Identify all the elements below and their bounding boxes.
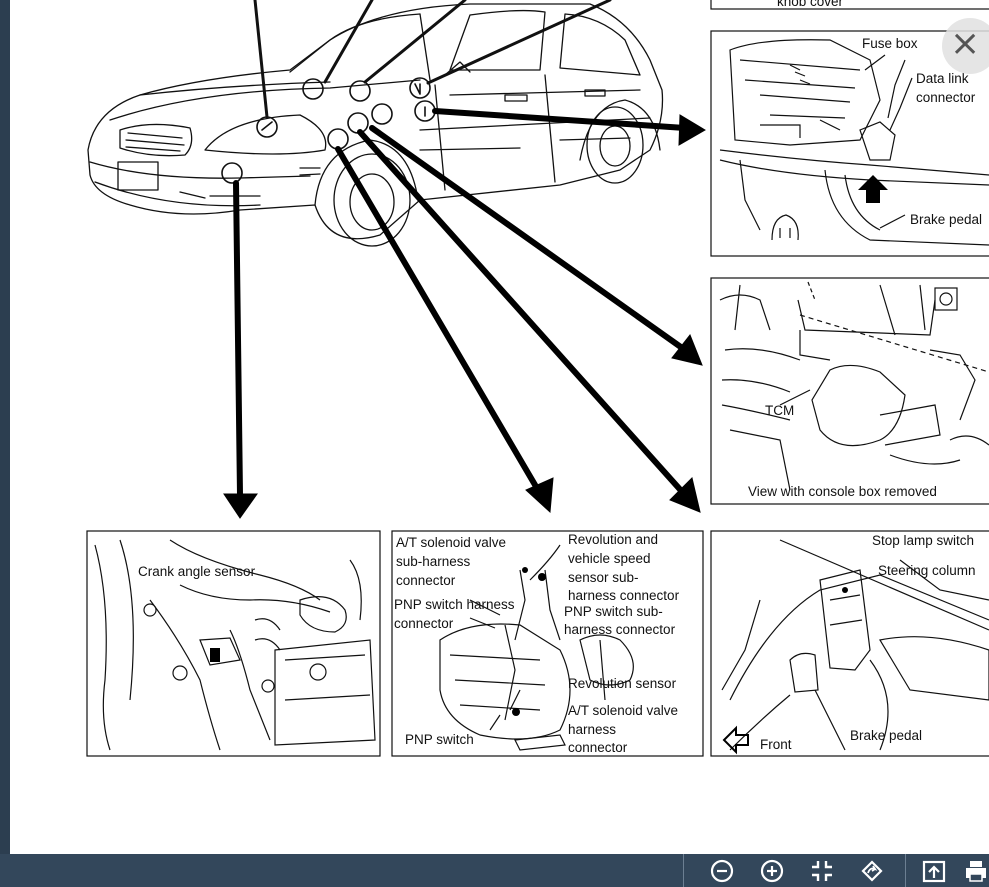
revolution-1: Revolution and <box>568 532 658 547</box>
at-solenoid-3: connector <box>396 573 456 588</box>
pnp-harness-1: PNP switch harness <box>394 597 515 612</box>
steering-column-label: Steering column <box>878 563 976 578</box>
data-link-label-2: connector <box>916 90 976 105</box>
transmission-panel <box>391 530 704 757</box>
fuse-box-label: Fuse box <box>862 36 918 51</box>
toolbar-separator <box>683 854 684 887</box>
at-harness-1: A/T solenoid valve <box>568 703 678 718</box>
location-markers <box>221 77 436 184</box>
close-icon[interactable]: × <box>950 23 981 64</box>
data-link-label-1: Data link <box>916 71 969 86</box>
viewer-left-edge <box>0 0 10 854</box>
fuse-box-arrow <box>858 175 888 203</box>
pnp-switch: PNP switch <box>405 732 474 747</box>
component-location-diagram: knob cover Fuse box Data link connector … <box>86 0 989 757</box>
tcm-panel <box>710 277 989 505</box>
at-harness-3: connector <box>568 740 628 755</box>
stop-lamp-brake-pedal: Brake pedal <box>850 728 922 743</box>
partial-top-panel <box>710 0 989 10</box>
stop-lamp-label: Stop lamp switch <box>872 533 974 548</box>
close-button[interactable]: × <box>942 18 989 74</box>
tcm-label: TCM <box>765 403 794 418</box>
zoom-out-button[interactable] <box>709 858 735 884</box>
pnp-harness-2: connector <box>394 616 454 631</box>
at-solenoid-2: sub-harness <box>396 554 471 569</box>
print-button[interactable] <box>963 858 989 884</box>
revolution-3: sensor sub- <box>568 570 639 585</box>
fuse-box-panel <box>710 30 989 257</box>
rotate-button[interactable] <box>859 858 885 884</box>
document-page: knob cover Fuse box Data link connector … <box>10 0 989 854</box>
toolbar-separator <box>905 854 906 887</box>
rotate-icon <box>861 860 883 882</box>
front-label: Front <box>760 737 792 752</box>
upload-icon <box>922 860 946 883</box>
print-icon <box>966 861 986 882</box>
crank-sensor-mark <box>210 648 220 662</box>
upload-button[interactable] <box>921 858 947 884</box>
brake-pedal-label: Brake pedal <box>910 212 982 227</box>
zoom-in-icon <box>760 859 784 883</box>
at-harness-2: harness <box>568 722 616 737</box>
zoom-in-button[interactable] <box>759 858 785 884</box>
revolution-sensor: Revolution sensor <box>568 676 677 691</box>
tcm-caption: View with console box removed <box>748 484 937 499</box>
fit-page-button[interactable] <box>809 858 835 884</box>
partial-top-label: knob cover <box>777 0 844 9</box>
zoom-out-icon <box>710 859 734 883</box>
front-arrow-icon <box>722 725 749 755</box>
pnp-sub-2: harness connector <box>564 622 676 637</box>
revolution-4: harness connector <box>568 588 680 603</box>
stop-lamp-panel <box>710 530 989 757</box>
fit-page-icon <box>812 861 832 881</box>
at-solenoid-1: A/T solenoid valve <box>396 535 506 550</box>
pointer-arrows <box>223 108 706 519</box>
pnp-sub-1: PNP switch sub- <box>564 604 663 619</box>
crank-angle-label: Crank angle sensor <box>138 564 256 579</box>
revolution-2: vehicle speed <box>568 551 651 566</box>
crank-panel <box>86 530 381 757</box>
viewer-toolbar <box>0 854 989 887</box>
